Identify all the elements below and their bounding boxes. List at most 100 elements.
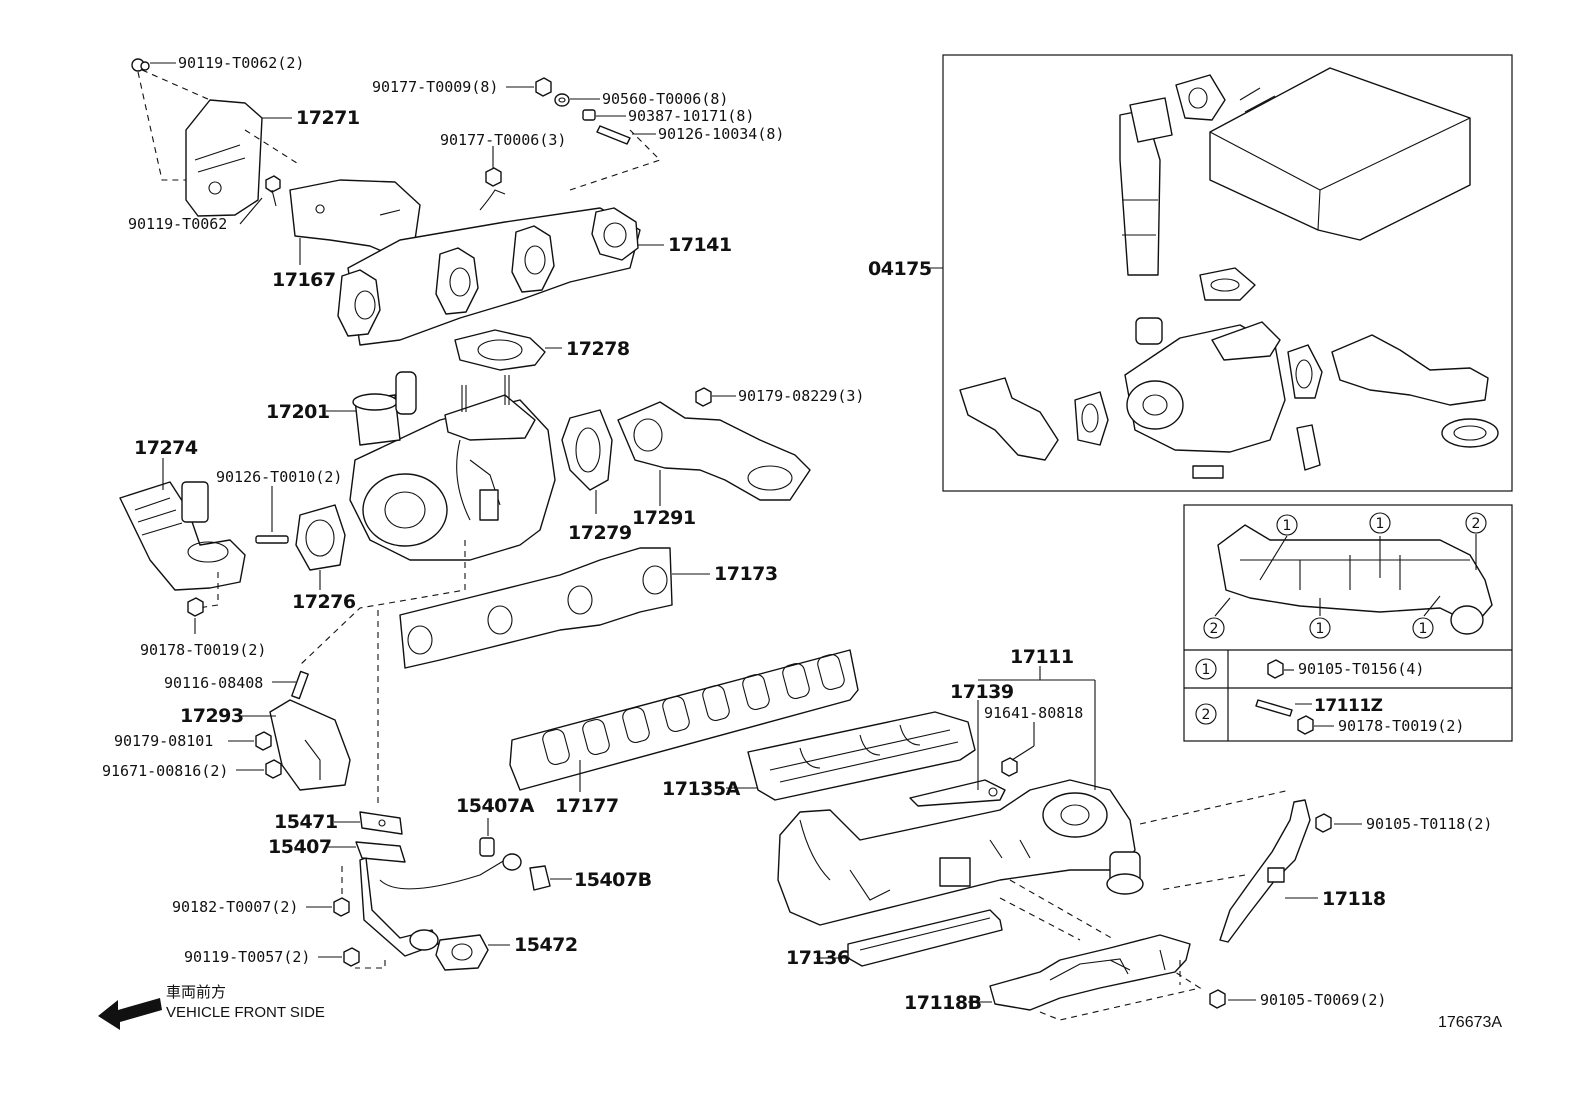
- nut-90177-T0006: [485, 167, 502, 187]
- diagram-id: 176673A: [1438, 1014, 1502, 1031]
- bolt-90105-T0069: [1209, 989, 1226, 1009]
- callout-2-bottom: 2: [1210, 621, 1219, 637]
- heat-shield-17271: [131, 58, 263, 217]
- legend-row1-key: 1: [1202, 662, 1211, 678]
- label-17141: 17141: [668, 234, 732, 256]
- bracket-17293: [269, 670, 351, 791]
- label-90179-08229: 90179-08229(3): [738, 387, 864, 405]
- intake-manifold-17111: [777, 779, 1144, 926]
- gasket-17278: [454, 329, 546, 371]
- label-17136: 17136: [786, 947, 850, 969]
- label-17111: 17111: [1010, 646, 1074, 668]
- callout-1-bottom-b: 1: [1419, 621, 1428, 637]
- label-17139: 17139: [950, 681, 1014, 703]
- gasket-17177: [509, 649, 859, 791]
- direction-note-en: VEHICLE FRONT SIDE: [166, 1004, 325, 1021]
- egr-pipe-15407: [355, 841, 506, 957]
- nut-90179-08101: [255, 731, 272, 751]
- label-90178-T0019: 90178-T0019(2): [140, 641, 266, 659]
- label-17111Z: 17111Z: [1314, 696, 1383, 716]
- legend-manifold-illustration: [1217, 524, 1493, 635]
- legend-callouts: 1 1 2 2 1 1: [1203, 512, 1487, 639]
- label-17135A: 17135A: [662, 778, 741, 800]
- label-17173: 17173: [714, 563, 778, 585]
- label-17274: 17274: [134, 437, 198, 459]
- label-15407B: 15407B: [574, 869, 652, 891]
- label-90105-T0069: 90105-T0069(2): [1260, 991, 1386, 1009]
- washer-90560-T0006: [554, 93, 570, 107]
- assembly-04175-illustration: [959, 67, 1499, 479]
- label-17201: 17201: [266, 401, 330, 423]
- callout-1-bottom-a: 1: [1316, 621, 1325, 637]
- label-90126-10034: 90126-10034(8): [658, 125, 784, 143]
- callout-1-top-a: 1: [1283, 518, 1292, 534]
- legend-row2-key: 2: [1202, 707, 1211, 723]
- direction-note-jp: 車両前方: [166, 984, 226, 1001]
- stud-17111Z: [1255, 699, 1293, 717]
- nut-90179-08229: [695, 387, 712, 407]
- callout-2-top: 2: [1472, 516, 1481, 532]
- label-90177-T0009: 90177-T0009(8): [372, 78, 498, 96]
- label-90182-T0007: 90182-T0007(2): [172, 898, 298, 916]
- callout-1-top-b: 1: [1376, 516, 1385, 532]
- gasket-15471: [359, 811, 403, 835]
- label-15471: 15471: [274, 811, 338, 833]
- gasket-17173: [399, 547, 673, 669]
- bolt-91671-00816: [265, 759, 282, 779]
- intake-pipe-17274: [119, 481, 246, 591]
- assembly-box-04175: [942, 54, 1513, 492]
- insulator-17136: [847, 909, 1003, 967]
- nut-90178-T0019: [187, 597, 204, 617]
- label-17291: 17291: [632, 507, 696, 529]
- nut-90177-T0009: [535, 77, 552, 97]
- screw-91641-80818: [1001, 757, 1018, 777]
- nut-90182-T0007: [333, 897, 350, 917]
- gasket-17276: [295, 504, 346, 571]
- label-17276: 17276: [292, 591, 356, 613]
- label-90119-T0062-2: 90119-T0062(2): [178, 54, 304, 72]
- label-90105-T0156: 90105-T0156(4): [1298, 660, 1424, 678]
- label-17118B: 17118B: [904, 992, 982, 1014]
- bracket-17118: [1219, 799, 1311, 943]
- label-91641-80818: 91641-80818: [984, 704, 1083, 722]
- label-17293: 17293: [180, 705, 244, 727]
- bolt-90119-T0062: [265, 175, 281, 207]
- grommet-15407B: [529, 865, 551, 891]
- label-15472: 15472: [514, 934, 578, 956]
- label-04175: 04175: [868, 258, 932, 280]
- label-90105-T0118: 90105-T0118(2): [1366, 815, 1492, 833]
- label-17167: 17167: [272, 269, 336, 291]
- gasket-15472: [435, 934, 489, 971]
- linkage-17139: [909, 779, 1006, 807]
- label-17278: 17278: [566, 338, 630, 360]
- stud-90126-T0010: [255, 535, 289, 544]
- label-15407A: 15407A: [456, 795, 535, 817]
- turbocharger-17201: [349, 371, 556, 561]
- label-91671-00816: 91671-00816(2): [102, 762, 228, 780]
- nut-90178-T0019-legend: [1297, 715, 1314, 735]
- label-17118: 17118: [1322, 888, 1386, 910]
- bolt-90105-T0156: [1267, 659, 1294, 679]
- label-90119-T0057: 90119-T0057(2): [184, 948, 310, 966]
- label-17271: 17271: [296, 107, 360, 129]
- legend-box: [1183, 504, 1513, 742]
- label-90387-10171: 90387-10171(8): [628, 107, 754, 125]
- label-90177-T0006: 90177-T0006(3): [440, 131, 566, 149]
- insulator-17135A: [747, 711, 976, 801]
- label-90560-T0006: 90560-T0006(8): [602, 90, 728, 108]
- bracket-17118B: [989, 934, 1191, 1011]
- label-15407: 15407: [268, 836, 332, 858]
- sensor-15407A: [479, 837, 522, 871]
- label-90179-08101: 90179-08101: [114, 732, 213, 750]
- bolt-90105-T0118: [1315, 813, 1332, 833]
- label-90116-08408: 90116-08408: [164, 674, 263, 692]
- label-17279: 17279: [568, 522, 632, 544]
- label-90126-T0010: 90126-T0010(2): [216, 468, 342, 486]
- label-17177: 17177: [555, 795, 619, 817]
- gasket-17279: [561, 409, 613, 491]
- bolt-90119-T0057: [343, 947, 360, 967]
- label-90119-T0062: 90119-T0062: [128, 215, 227, 233]
- stud-90126-10034: [596, 125, 631, 145]
